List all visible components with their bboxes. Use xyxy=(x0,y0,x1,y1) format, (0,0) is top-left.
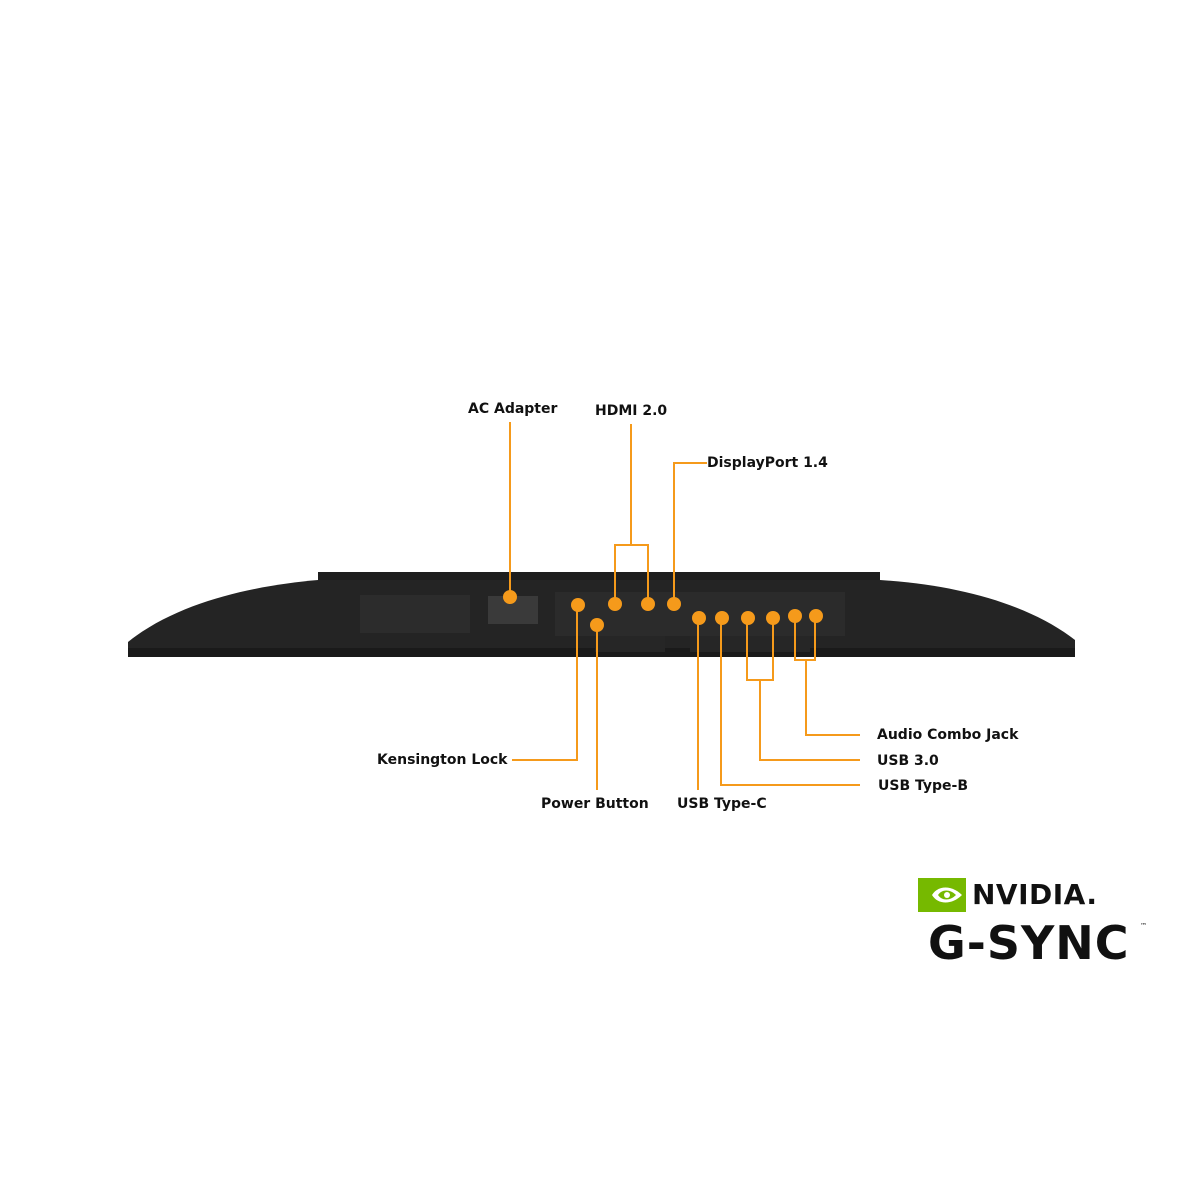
vent-grille xyxy=(360,595,470,633)
callout-lines xyxy=(509,422,860,790)
usb-type-c-marker xyxy=(692,611,706,625)
ac-adapter-label: AC Adapter xyxy=(468,401,558,417)
gsync-wordmark: G-SYNC xyxy=(928,916,1130,970)
kensington-marker xyxy=(571,598,585,612)
ac-adapter-marker xyxy=(503,590,517,604)
hdmi-marker-2 xyxy=(641,597,655,611)
displayport-marker xyxy=(667,597,681,611)
usb-3-label: USB 3.0 xyxy=(877,753,939,769)
audio-marker-1 xyxy=(788,609,802,623)
hdmi-marker-1 xyxy=(608,597,622,611)
port-markers xyxy=(503,590,823,632)
audio-marker-2 xyxy=(809,609,823,623)
port-plate-lower xyxy=(595,636,665,652)
nvidia-wordmark: NVIDIA. xyxy=(972,878,1098,911)
usb-type-b-marker xyxy=(715,611,729,625)
usb-type-b-label: USB Type-B xyxy=(878,778,969,794)
nvidia-gsync-logo: NVIDIA. G-SYNC ™ xyxy=(918,876,1148,976)
port-plate-right xyxy=(690,636,810,652)
power-button-label: Power Button xyxy=(541,796,649,812)
power-button-marker xyxy=(590,618,604,632)
monitor-base-edge xyxy=(128,648,1075,657)
hdmi-label: HDMI 2.0 xyxy=(595,403,668,419)
displayport-label: DisplayPort 1.4 xyxy=(707,455,828,471)
usb3-marker-2 xyxy=(766,611,780,625)
usb3-marker-1 xyxy=(741,611,755,625)
nvidia-eye-icon xyxy=(918,878,966,912)
usb-type-c-label: USB Type-C xyxy=(677,796,767,812)
monitor-back-panel xyxy=(318,572,880,580)
trademark-symbol: ™ xyxy=(1140,922,1147,930)
kensington-lock-label: Kensington Lock xyxy=(377,752,508,768)
audio-combo-jack-label: Audio Combo Jack xyxy=(877,727,1019,743)
